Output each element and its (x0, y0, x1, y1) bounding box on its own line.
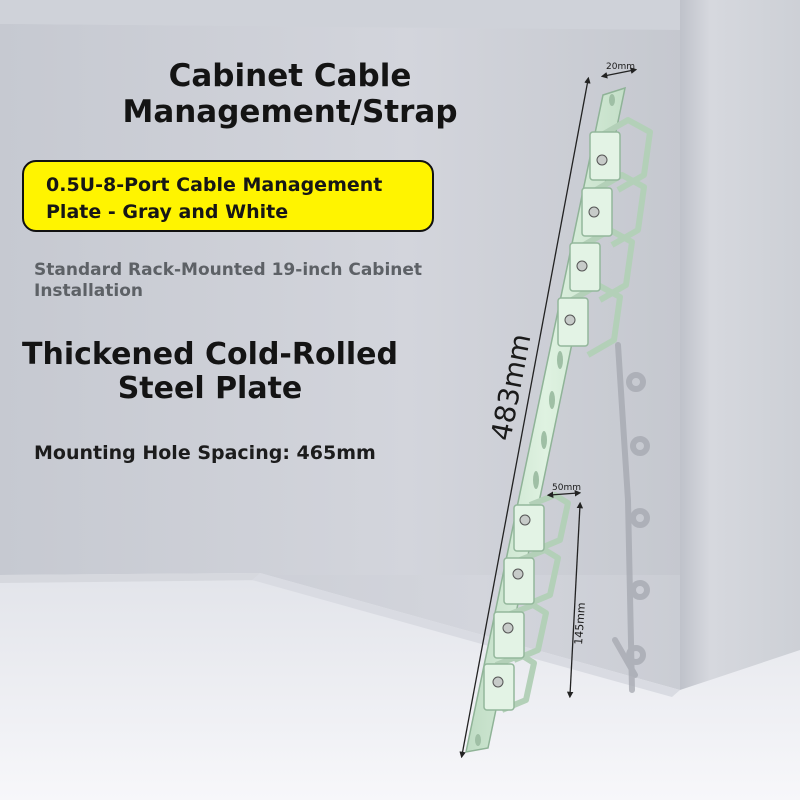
hole-spacing-text: Mounting Hole Spacing: 465mm (34, 442, 376, 464)
bottom-width-label: 50mm (552, 483, 581, 493)
top-width-label: 20mm (606, 62, 635, 72)
standard-line1: Standard Rack-Mounted 19-inch Cabinet (34, 260, 423, 280)
bottom-width-dimension-line (546, 489, 582, 499)
badge-line1: 0.5U-8-Port Cable Management (46, 174, 383, 196)
product-model-badge: 0.5U-8-Port Cable Management Plate - Gra… (22, 160, 434, 232)
standard-description: Standard Rack-Mounted 19-inch Cabinet In… (34, 260, 514, 302)
segment-dimension-line (566, 501, 584, 699)
dimension-lines (459, 67, 638, 759)
top-width-dimension-line (600, 67, 638, 79)
badge-line2: Plate - Gray and White (46, 201, 289, 223)
length-dimension-line (459, 76, 591, 759)
plate-shadow (612, 342, 650, 693)
product-title-line1: Cabinet Cable (168, 58, 412, 94)
standard-line2: Installation (34, 281, 144, 301)
material-line1: Thickened Cold-Rolled (22, 337, 398, 372)
material-line2: Steel Plate (117, 371, 303, 406)
segment-label: 145mm (572, 602, 588, 645)
material-heading: Thickened Cold-Rolled Steel Plate (10, 338, 410, 406)
product-title-line2: Management/Strap (122, 94, 458, 130)
product-title: Cabinet Cable Management/Strap (80, 58, 500, 130)
